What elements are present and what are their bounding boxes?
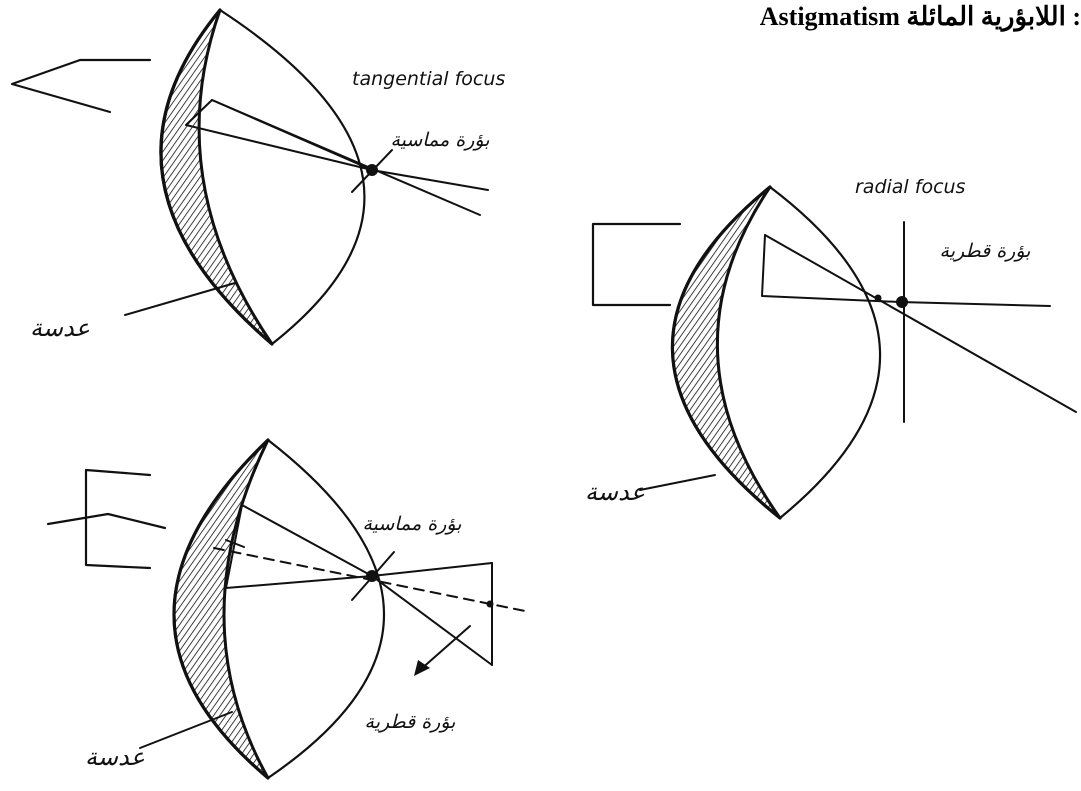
lens (161, 10, 364, 344)
focus-point (896, 296, 908, 308)
tangential-focus-label-ar: بؤرة مماسية (390, 129, 490, 151)
focus-point (366, 164, 378, 176)
ray-upper (242, 505, 372, 576)
lens-label: عدسة (585, 478, 645, 506)
ray-wedge (186, 100, 372, 170)
focus-point-2 (875, 295, 882, 302)
ray-out-2 (900, 302, 1050, 306)
tangential-focus-label: tangential focus (352, 68, 505, 90)
ray-out-2 (212, 100, 480, 215)
radial-focus-label: radial focus (855, 176, 966, 198)
lens-pointer (640, 475, 715, 490)
tangential-focus-point (366, 570, 378, 582)
ray-out-bottom (372, 576, 492, 665)
diagram-combined: بؤرة مماسية بؤرة قطرية عدسة (48, 440, 530, 778)
lens-pointer (125, 283, 235, 315)
lens-label: عدسة (85, 743, 145, 771)
incoming-plane (12, 60, 110, 112)
diagram-tangential: tangential focus بؤرة مماسية عدسة (12, 10, 505, 344)
radial-focus-label-ar: بؤرة قطرية (940, 240, 1032, 262)
lens (174, 440, 384, 778)
lens-label: عدسة (30, 314, 90, 342)
diagram-radial: radial focus بؤرة قطرية عدسة (585, 176, 1076, 518)
radial-focus-label-ar: بؤرة قطرية (365, 711, 457, 733)
lens (672, 187, 880, 518)
incoming-plane (593, 224, 680, 305)
incoming-plane-2 (48, 514, 165, 528)
radial-pointer (420, 626, 470, 670)
ray-out-top (372, 563, 492, 576)
ray-out-1 (372, 170, 488, 190)
tangential-focus-label-ar: بؤرة مماسية (362, 513, 462, 535)
incoming-plane-1 (86, 470, 150, 568)
lens-surface (770, 187, 880, 518)
lens-edge-hatched (161, 10, 272, 344)
page-title: Astigmatism اللابؤرية المائلة : (760, 2, 1081, 32)
radial-focus-point (487, 601, 494, 608)
